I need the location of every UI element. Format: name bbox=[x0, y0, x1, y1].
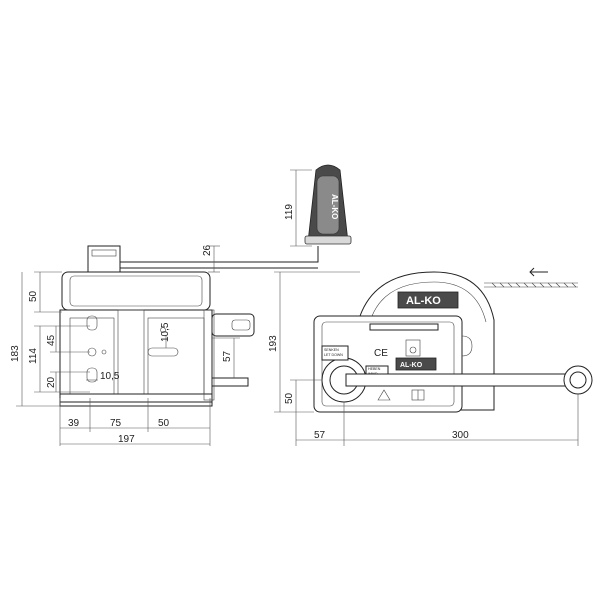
small-logo-plate bbox=[395, 357, 437, 371]
side-view: AL-KO SENKEN LET DOWN HEBEN WIND CE AL-K… bbox=[268, 267, 593, 446]
grip-logo: AL-KO bbox=[330, 194, 339, 219]
brand-logo: AL-KO bbox=[406, 295, 441, 307]
dim-183: 183 bbox=[10, 345, 21, 362]
dim-50-bottom: 50 bbox=[158, 418, 170, 429]
dim-57-front: 57 bbox=[222, 350, 233, 362]
brand-logo-small: AL-KO bbox=[400, 362, 423, 369]
front-housing bbox=[59, 271, 255, 407]
crank-shaft bbox=[120, 246, 319, 263]
dim-10-5-top: 10,5 bbox=[160, 322, 171, 342]
manual-book-icon bbox=[411, 389, 425, 401]
dim-39: 39 bbox=[68, 418, 80, 429]
top-plate bbox=[369, 323, 439, 331]
arrow-left-icon bbox=[529, 267, 548, 277]
front-dimensions: 119 26 50 183 114 45 bbox=[10, 169, 312, 446]
disposal-icon bbox=[405, 339, 421, 357]
dim-114: 114 bbox=[28, 348, 39, 364]
direction-sticker: SENKEN LET DOWN HEBEN WIND bbox=[321, 345, 389, 377]
dim-57-side: 57 bbox=[314, 430, 326, 441]
ce-mark-icon: CE bbox=[374, 348, 388, 359]
dim-26: 26 bbox=[202, 244, 213, 256]
sticker-let-down: LET DOWN bbox=[324, 353, 343, 357]
sticker-senken: SENKEN bbox=[324, 348, 339, 352]
warning-triangle-icon bbox=[377, 389, 391, 401]
dim-193: 193 bbox=[268, 335, 279, 352]
crank-grip: AL-KO bbox=[304, 164, 352, 245]
dim-10-5-bottom: 10,5 bbox=[100, 371, 120, 382]
crank-hub bbox=[87, 245, 121, 273]
side-handle bbox=[345, 365, 593, 395]
sticker-heben: HEBEN bbox=[368, 367, 381, 371]
front-view: AL-KO bbox=[10, 164, 352, 446]
dim-20: 20 bbox=[46, 376, 57, 388]
dim-45: 45 bbox=[46, 334, 57, 346]
dim-197: 197 bbox=[118, 434, 135, 445]
side-hook bbox=[461, 335, 473, 357]
dim-300: 300 bbox=[452, 430, 469, 441]
dim-50-side: 50 bbox=[284, 392, 295, 404]
side-dimensions: 193 50 57 300 bbox=[268, 271, 579, 446]
dim-119: 119 bbox=[284, 204, 295, 220]
dim-50-front: 50 bbox=[28, 290, 39, 302]
side-logo-plate: AL-KO bbox=[397, 291, 459, 309]
rope bbox=[484, 282, 578, 288]
dim-75: 75 bbox=[110, 418, 122, 429]
